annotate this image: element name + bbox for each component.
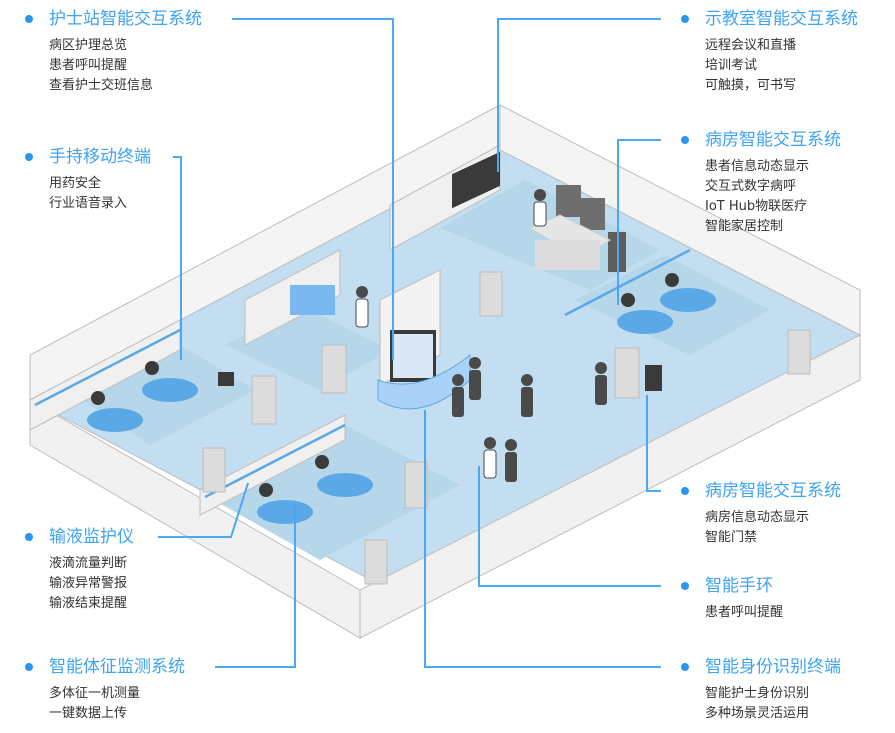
- feature-title: 病房智能交互系统: [705, 481, 841, 501]
- feature-title: 输液监护仪: [49, 527, 134, 547]
- patient: [91, 391, 105, 405]
- feature-item: 行业语音录入: [49, 196, 128, 211]
- feature-title: 示教室智能交互系统: [705, 9, 858, 29]
- feature-item: IoT Hub物联医疗: [705, 199, 808, 214]
- feature-identity-terminal: 智能身份识别终端 智能护士身份识别 多种场景灵活运用: [681, 656, 841, 724]
- building: [28, 104, 862, 639]
- feature-title: 智能体征监测系统: [49, 657, 185, 677]
- bullet-dot-icon: [681, 663, 689, 671]
- feature-item: 交互式数字病呼: [705, 179, 797, 194]
- feature-item: 液滴流量判断: [49, 556, 128, 571]
- left-ward-bed: [87, 408, 143, 432]
- door: [479, 271, 503, 317]
- feature-item: 智能门禁: [705, 530, 758, 545]
- feature-item: 查看护士交班信息: [49, 78, 154, 93]
- patient: [315, 455, 329, 469]
- feature-item: 输液结束提醒: [49, 596, 128, 611]
- feature-item: 多种场景灵活运用: [705, 706, 810, 721]
- classroom-monitor: [580, 198, 605, 230]
- feature-item: 用药安全: [49, 176, 102, 191]
- feature-item: 智能护士身份识别: [705, 686, 810, 701]
- patient: [259, 483, 273, 497]
- feature-ward-door: 病房智能交互系统 病房信息动态显示 智能门禁: [681, 480, 841, 548]
- lower-ward-bed: [317, 473, 373, 497]
- utility-cabinet: [290, 285, 335, 315]
- lower-ward-rail: [204, 423, 346, 499]
- corridor-people: [355, 189, 607, 482]
- classroom-monitor: [556, 185, 581, 217]
- feature-item: 患者信息动态显示: [705, 159, 810, 174]
- door: [364, 539, 388, 585]
- feature-item: 病房信息动态显示: [705, 510, 810, 525]
- feature-item: 可触摸，可书写: [705, 78, 797, 93]
- feature-item: 智能家居控制: [705, 219, 784, 234]
- connector-ward-door: [646, 395, 661, 492]
- feature-title: 病房智能交互系统: [705, 130, 841, 150]
- lower-ward-bed: [257, 500, 313, 524]
- feature-item: 多体征一机测量: [49, 686, 141, 701]
- left-ward-rail: [34, 328, 181, 407]
- feature-item: 培训考试: [705, 58, 758, 73]
- bullet-dot-icon: [25, 15, 33, 23]
- feature-infusion-monitor: 输液监护仪 液滴流量判断 输液异常警报 输液结束提醒: [25, 526, 134, 614]
- feature-handheld-terminal: 手持移动终端 用药安全 行业语音录入: [25, 146, 151, 214]
- feature-ward-bedside: 病房智能交互系统 患者信息动态显示 交互式数字病呼 IoT Hub物联医疗 智能…: [681, 129, 841, 237]
- feature-classroom: 示教室智能交互系统 远程会议和直播 培训考试 可触摸，可书写: [681, 8, 858, 96]
- door: [321, 344, 347, 394]
- feature-vital-signs: 智能体征监测系统 多体征一机测量 一键数据上传: [25, 656, 185, 724]
- connector-identity: [424, 410, 661, 668]
- connector-ward-bedside: [617, 139, 661, 305]
- feature-title: 智能手环: [705, 576, 773, 596]
- connector-handheld: [173, 156, 182, 360]
- connector-vital-signs: [215, 505, 296, 668]
- bullet-dot-icon: [25, 153, 33, 161]
- bullet-dot-icon: [681, 15, 689, 23]
- connector-infusion: [158, 482, 249, 538]
- nurse-station-screen-content: [393, 334, 433, 378]
- connector-smart-band: [478, 466, 661, 587]
- right-ward-bed: [617, 310, 673, 334]
- door: [251, 375, 277, 425]
- feature-item: 患者呼叫提醒: [49, 58, 128, 73]
- bullet-dot-icon: [681, 136, 689, 144]
- vital-signs-cart: [218, 372, 234, 386]
- nurse-station-counter: [377, 353, 471, 410]
- door: [614, 347, 640, 399]
- connector-classroom: [497, 18, 661, 172]
- outer-wall-front-right: [359, 334, 861, 639]
- outer-wall-back-right: [499, 104, 861, 336]
- feature-item: 病区护理总览: [49, 38, 128, 53]
- patient: [621, 293, 635, 307]
- patient: [145, 361, 159, 375]
- door: [202, 447, 226, 493]
- feature-title: 护士站智能交互系统: [49, 9, 202, 29]
- left-ward-bed: [142, 378, 198, 402]
- lower-ward-back-wall: [199, 414, 346, 516]
- feature-nurse-station: 护士站智能交互系统 病区护理总览 患者呼叫提醒 查看护士交班信息: [25, 8, 202, 96]
- bullet-dot-icon: [25, 533, 33, 541]
- bullet-dot-icon: [681, 487, 689, 495]
- feature-item: 远程会议和直播: [705, 38, 797, 53]
- feature-title: 智能身份识别终端: [705, 657, 841, 677]
- feature-smart-band: 智能手环 患者呼叫提醒: [681, 575, 783, 623]
- bullet-dot-icon: [681, 582, 689, 590]
- feature-item: 一键数据上传: [49, 706, 128, 721]
- door-display-panel: [645, 365, 662, 391]
- feature-item: 患者呼叫提醒: [705, 605, 784, 620]
- bullet-dot-icon: [25, 663, 33, 671]
- door: [787, 329, 811, 375]
- feature-item: 输液异常警报: [49, 576, 128, 591]
- patient: [665, 273, 679, 287]
- right-ward-bed: [660, 288, 716, 312]
- connector-lines: [158, 18, 661, 668]
- classroom-screen: [452, 151, 500, 209]
- door: [404, 461, 428, 509]
- classroom-desk-base: [535, 240, 600, 270]
- right-ward-rail: [564, 248, 691, 317]
- feature-title: 手持移动终端: [49, 147, 151, 167]
- connector-nurse-station: [232, 18, 394, 360]
